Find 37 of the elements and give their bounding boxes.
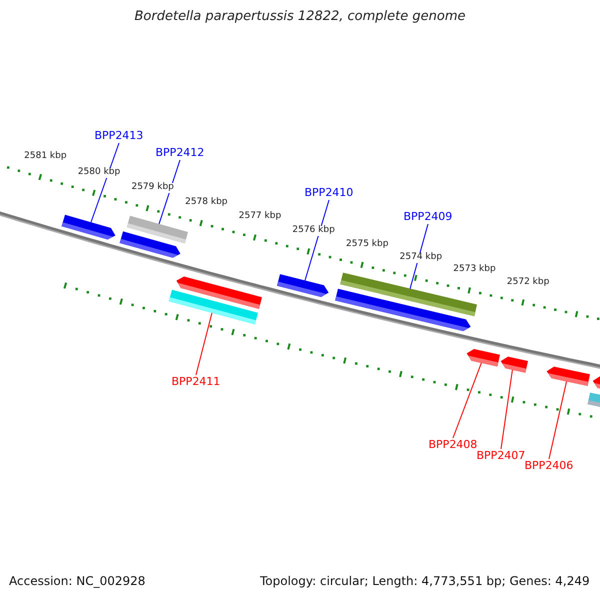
title: Bordetella parapertussis 12822, complete genome <box>134 10 466 24</box>
gene-feature <box>120 231 180 258</box>
scale-label: 2573 kbp <box>453 265 496 276</box>
scale-label: 2576 kbp <box>292 226 335 236</box>
gene-feature <box>62 214 116 240</box>
gene-label: BPP2412 <box>156 147 204 160</box>
leader-line <box>304 200 330 281</box>
gene-label: BPP2410 <box>304 187 354 200</box>
scale-label: 2572 kbp <box>506 278 550 288</box>
leader-line <box>548 381 568 460</box>
leader-line <box>452 362 482 438</box>
gene-feature <box>335 288 471 332</box>
gene-label: BPP2408 <box>428 439 478 452</box>
scale-label: 2578 kbp <box>185 198 228 208</box>
gene-segment <box>588 392 600 408</box>
scale-label: 2579 kbp <box>131 183 174 194</box>
gene-label: BPP2407 <box>476 450 526 462</box>
gene-feature <box>277 274 329 297</box>
gene-feature <box>500 356 528 373</box>
gene-feature <box>466 349 500 366</box>
gene-feature <box>592 376 600 390</box>
accession-text: Accession: NC_002928 <box>9 575 146 588</box>
genome-info-text: Topology: circular; Length: 4,773,551 bp; Genes: 4,249 <box>260 575 590 588</box>
scale-label: 2574 kbp <box>400 252 442 263</box>
scale-label: 2577 kbp <box>238 212 282 222</box>
gene-label: BPP2409 <box>404 211 452 224</box>
leader-line <box>196 312 212 376</box>
scale-label: 2580 kbp <box>78 168 120 178</box>
gene-label: BPP2413 <box>94 130 144 142</box>
scale-label: 2581 kbp <box>24 152 67 162</box>
gene-feature <box>546 366 590 386</box>
gene-label: BPP2406 <box>524 460 574 472</box>
gene-segment <box>168 290 258 324</box>
leader-line <box>500 369 513 450</box>
gene-label: BPP2411 <box>172 376 220 388</box>
scale-label: 2575 kbp <box>346 240 388 250</box>
leader-line <box>90 142 120 223</box>
